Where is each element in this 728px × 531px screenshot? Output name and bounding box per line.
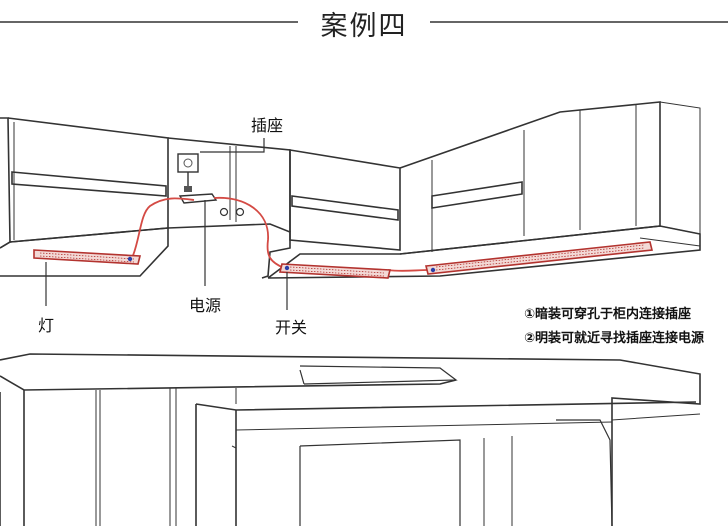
outlet-hole-icon [235, 207, 245, 217]
power-supply [178, 172, 218, 204]
led-strip-middle [278, 263, 392, 279]
upper-cabinets [0, 101, 701, 279]
led-strip-left [33, 249, 142, 265]
outlet-hole-icon [219, 207, 229, 217]
switch-label: 开关 [275, 318, 308, 337]
light-label: 灯 [38, 316, 55, 335]
note-concealed: ①暗装可穿孔于柜内连接插座 [524, 307, 692, 322]
led-dot-icon [430, 267, 436, 273]
island-counter [0, 353, 701, 527]
leader-lines [45, 138, 288, 310]
led-dot-icon [127, 256, 133, 262]
note-exposed: ②明装可就近寻找插座连接电源 [524, 331, 705, 346]
socket-label: 插座 [251, 116, 284, 135]
wire-right [387, 269, 429, 272]
page-title: 案例四 [0, 4, 728, 43]
power-label: 电源 [189, 296, 222, 315]
led-dot-icon [284, 265, 290, 271]
wire-middle [213, 197, 285, 269]
led-strip-right [425, 241, 653, 275]
wall-socket [177, 153, 199, 173]
wire-left [131, 197, 195, 259]
